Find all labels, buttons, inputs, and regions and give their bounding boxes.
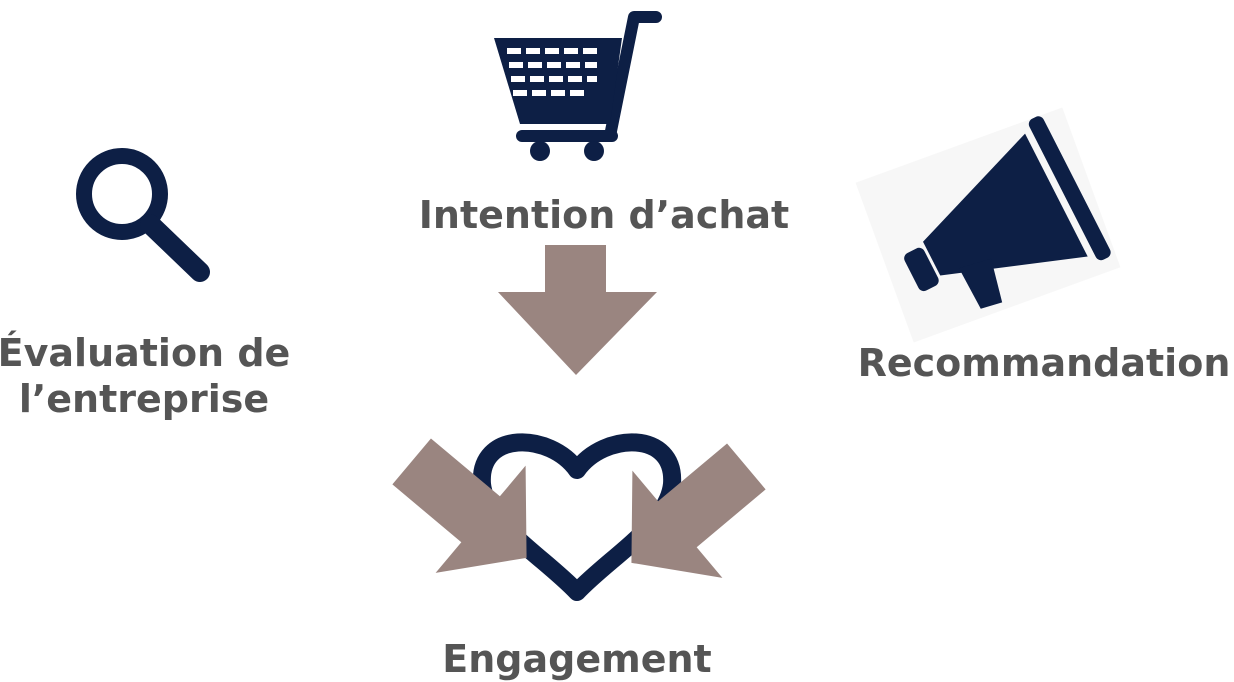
heart-icon <box>472 433 682 601</box>
magnifying-glass-icon <box>76 148 210 282</box>
purchase-intent-label: Intention d’achat <box>419 193 789 237</box>
company-evaluation-label-line-1: Évaluation de <box>0 331 290 375</box>
shopping-cart-icon <box>494 11 662 161</box>
megaphone-icon <box>855 107 1121 343</box>
recommendation-label: Recommandation <box>858 341 1231 385</box>
company-evaluation-label-line-2: l’entreprise <box>19 377 269 421</box>
arrow-evaluation-to-engagement <box>392 438 527 573</box>
arrow-purchase-to-engagement <box>498 245 657 375</box>
engagement-label: Engagement <box>442 637 711 681</box>
arrow-recommendation-to-engagement <box>631 443 766 578</box>
